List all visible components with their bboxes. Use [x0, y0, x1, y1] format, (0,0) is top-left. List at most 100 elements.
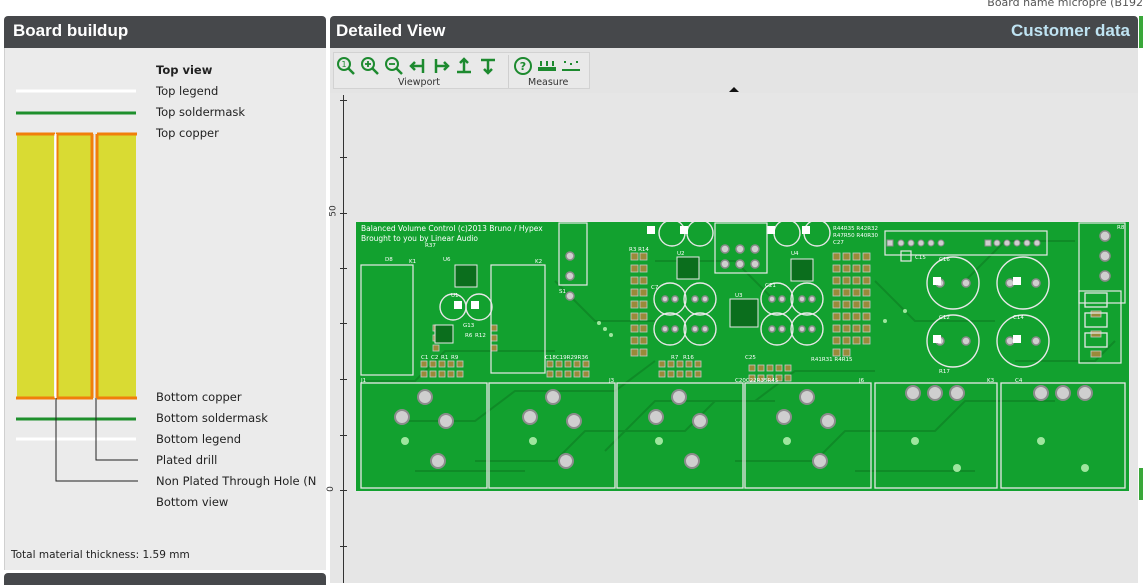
- side-tab[interactable]: [1139, 16, 1143, 48]
- refdes-label: U3: [735, 293, 743, 299]
- npth-leader: [55, 398, 138, 482]
- layer-label-top-legend: Top legend: [156, 84, 219, 98]
- refdes-label: R47R50 R40R30: [833, 233, 879, 239]
- copper-column-left: [16, 132, 55, 400]
- ruler-label-0: 0: [325, 486, 336, 492]
- viewport-group-label: Viewport: [398, 77, 441, 88]
- refdes-label: R44R35 R42R32: [833, 226, 878, 232]
- refdes-label: R3 R14: [629, 247, 649, 253]
- pcb-board[interactable]: Balanced Volume Control (c)2013 Bruno / …: [355, 221, 1130, 492]
- zoom-fit-icon[interactable]: 1: [336, 56, 356, 76]
- board-buildup-header[interactable]: Board buildup: [4, 16, 326, 48]
- pan-down-icon[interactable]: [478, 56, 498, 76]
- refdes-label: U4: [791, 251, 799, 257]
- ruler-tick: [340, 546, 347, 547]
- refdes-label: K1: [409, 259, 416, 265]
- refdes-label: R16: [683, 355, 694, 361]
- refdes-label: J3: [608, 378, 615, 384]
- zoom-out-icon[interactable]: [384, 56, 404, 76]
- svg-text:1: 1: [341, 60, 346, 69]
- refdes-label: S1: [559, 289, 566, 295]
- measure-group-label: Measure: [528, 77, 569, 88]
- pan-left-icon[interactable]: [408, 56, 428, 76]
- ruler-tick: [340, 157, 347, 158]
- refdes-label: R9: [451, 355, 459, 361]
- total-thickness: Total material thickness: 1.59 mm: [11, 549, 190, 561]
- layer-label-bottom-soldermask: Bottom soldermask: [156, 411, 268, 425]
- layer-stack-diagram: [16, 89, 138, 482]
- refdes-label: R7: [671, 355, 679, 361]
- refdes-label: R8: [1117, 225, 1125, 231]
- refdes-label: R37: [425, 243, 436, 249]
- refdes-label: C25: [745, 355, 756, 361]
- refdes-label: C27: [833, 240, 844, 246]
- ruler-tick: [340, 268, 347, 269]
- plated-drill-column: [55, 132, 94, 400]
- customer-data-link[interactable]: Customer data: [1010, 21, 1130, 40]
- refdes-label: C12: [939, 315, 950, 321]
- refdes-label: U2: [677, 251, 685, 257]
- zoom-in-icon[interactable]: [360, 56, 380, 76]
- copper-column-right: [95, 132, 137, 400]
- refdes-label: U1: [451, 293, 459, 299]
- refdes-label: J1: [360, 378, 366, 384]
- refdes-label: C16: [939, 257, 950, 263]
- side-tab-lower[interactable]: [1139, 468, 1143, 500]
- ruler-tick: [340, 490, 347, 491]
- board-buildup-title: Board buildup: [13, 21, 129, 40]
- refdes-label: C20C22R35R45: [735, 378, 779, 384]
- refdes-label: C2: [431, 355, 438, 361]
- refdes-labels: D8 K1 R37 U6 K2 U1 G13 R6 R12 C1 C2 R1 R…: [360, 225, 1125, 384]
- refdes-label: C21: [765, 283, 776, 289]
- layer-label-npth: Non Plated Through Hole (NF: [156, 474, 316, 488]
- layer-label-top-soldermask: Top soldermask: [156, 105, 246, 119]
- refdes-label: C15: [915, 255, 926, 261]
- collapse-toolbar-arrow[interactable]: [729, 87, 739, 92]
- pan-up-icon[interactable]: [454, 56, 474, 76]
- pcb-title-line2: Brought to you by Linear Audio: [361, 234, 478, 243]
- cap-pads: [565, 230, 1111, 346]
- refdes-label: K3: [987, 378, 995, 384]
- board-name-text: Board name micropre (B192: [987, 0, 1143, 9]
- vertical-ruler: [343, 95, 344, 583]
- mounting-holes: [401, 309, 1089, 472]
- help-icon[interactable]: ?: [513, 56, 533, 76]
- viewer-toolbar: 1 ? Viewport Measure: [333, 52, 590, 89]
- ruler-tick: [340, 323, 347, 324]
- ruler-label-50: 50: [328, 205, 339, 217]
- next-panel-header[interactable]: [4, 573, 326, 585]
- connector-blocks: [360, 382, 1126, 489]
- layer-label-top-copper: Top copper: [156, 126, 219, 140]
- ic-packages: [434, 256, 814, 344]
- white-pads: [454, 226, 1021, 343]
- detailed-view-title: Detailed View: [336, 21, 446, 40]
- refdes-label: G13: [463, 323, 475, 329]
- layer-label-bottom-copper: Bottom copper: [156, 390, 242, 404]
- svg-text:?: ?: [520, 60, 526, 73]
- refdes-label: D8: [385, 257, 393, 263]
- connector-pads: [394, 385, 1093, 469]
- ruler-tick: [340, 379, 347, 380]
- ruler-tick: [340, 100, 347, 101]
- board-name-bar: Board name micropre (B192: [0, 0, 1143, 13]
- refdes-label: R6: [465, 333, 473, 339]
- measure-x-icon[interactable]: [537, 56, 557, 76]
- ruler-tick: [340, 435, 347, 436]
- pan-right-icon[interactable]: [431, 56, 451, 76]
- refdes-label: R1: [441, 355, 448, 361]
- header-pins: [886, 239, 1041, 247]
- layer-label-top-view: Top view: [156, 63, 213, 77]
- smd-pads: [420, 252, 1102, 382]
- refdes-label: J6: [858, 378, 865, 384]
- refdes-label: K2: [535, 259, 542, 265]
- silkscreen-outlines: [360, 222, 1126, 376]
- refdes-label: C1: [421, 355, 428, 361]
- refdes-label: R41R31 R4R15: [811, 357, 853, 363]
- pcb-title-line1: Balanced Volume Control (c)2013 Bruno / …: [361, 224, 543, 233]
- refdes-label: R12: [475, 333, 486, 339]
- toolbar-separator: [508, 55, 509, 88]
- layer-label-bottom-legend: Bottom legend: [156, 432, 242, 446]
- layer-label-plated-drill: Plated drill: [156, 453, 218, 467]
- measure-y-icon[interactable]: [561, 56, 581, 76]
- diodes: [1084, 292, 1108, 348]
